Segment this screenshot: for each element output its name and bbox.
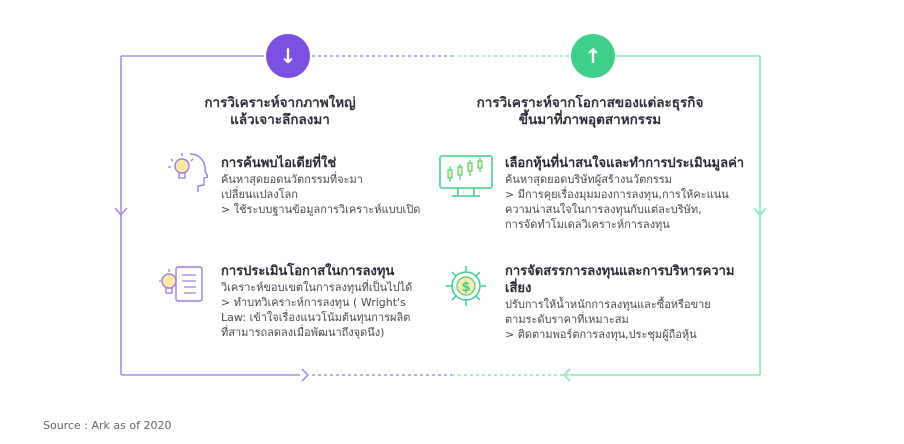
lightbulb-document-icon — [159, 266, 203, 302]
right-item-1-body: ค้นหาสุดยอดบริษัทผู้สร้างนวัตกรรม > มีกา… — [505, 173, 729, 231]
down-arrow-icon: ↓ — [266, 34, 310, 78]
gear-dollar-icon: $ — [446, 266, 486, 306]
left-down-chevron — [114, 207, 128, 217]
left-item-2-body: วิเคราะห์ขอบเขตในการลงทุนที่เป็นไปได้ > … — [221, 281, 413, 339]
svg-text:$: $ — [461, 280, 470, 295]
candlestick-monitor-icon — [439, 155, 493, 197]
right-left-chevron — [562, 368, 571, 382]
left-item-1-body: ค้นหาสุดยอดนวัตกรรมที่จะมา เปลี่ยนแปลงโล… — [221, 173, 421, 216]
right-item-1-title: เลือกหุ้นที่น่าสนใจและทำการประเมินมูลค่า — [505, 156, 745, 171]
right-down-chevron — [753, 207, 767, 217]
left-item-1: การค้นพบไอเดียที่ใช่ ค้นหาสุดยอดนวัตกรรม… — [221, 155, 451, 217]
right-heading: การวิเคราะห์จากโอกาสของแต่ละธุรกิจ ขึ้นม… — [476, 95, 704, 128]
lightbulb-head-icon — [168, 153, 208, 192]
up-arrow-icon: ↑ — [571, 34, 615, 78]
left-item-1-title: การค้นพบไอเดียที่ใช่ — [221, 156, 337, 171]
source-note: Source : Ark as of 2020 — [43, 419, 172, 432]
right-item-2-body: ปรับการให้น้ำหนักการลงทุนและซื้อหรือขาย … — [505, 298, 711, 341]
left-item-2-title: การประเมินโอกาสในการลงทุน — [221, 264, 395, 279]
right-item-1: เลือกหุ้นที่น่าสนใจและทำการประเมินมูลค่า… — [505, 155, 755, 232]
left-heading: การวิเคราะห์จากภาพใหญ่ แล้วเจาะลึกลงมา — [204, 95, 356, 128]
right-item-2: การจัดสรรการลงทุนและการบริหารความเสี่ยง … — [505, 263, 755, 342]
right-item-2-title: การจัดสรรการลงทุนและการบริหารความเสี่ยง — [505, 264, 735, 296]
left-item-2: การประเมินโอกาสในการลงทุน วิเคราะห์ขอบเข… — [221, 263, 451, 340]
left-right-chevron — [301, 368, 310, 382]
